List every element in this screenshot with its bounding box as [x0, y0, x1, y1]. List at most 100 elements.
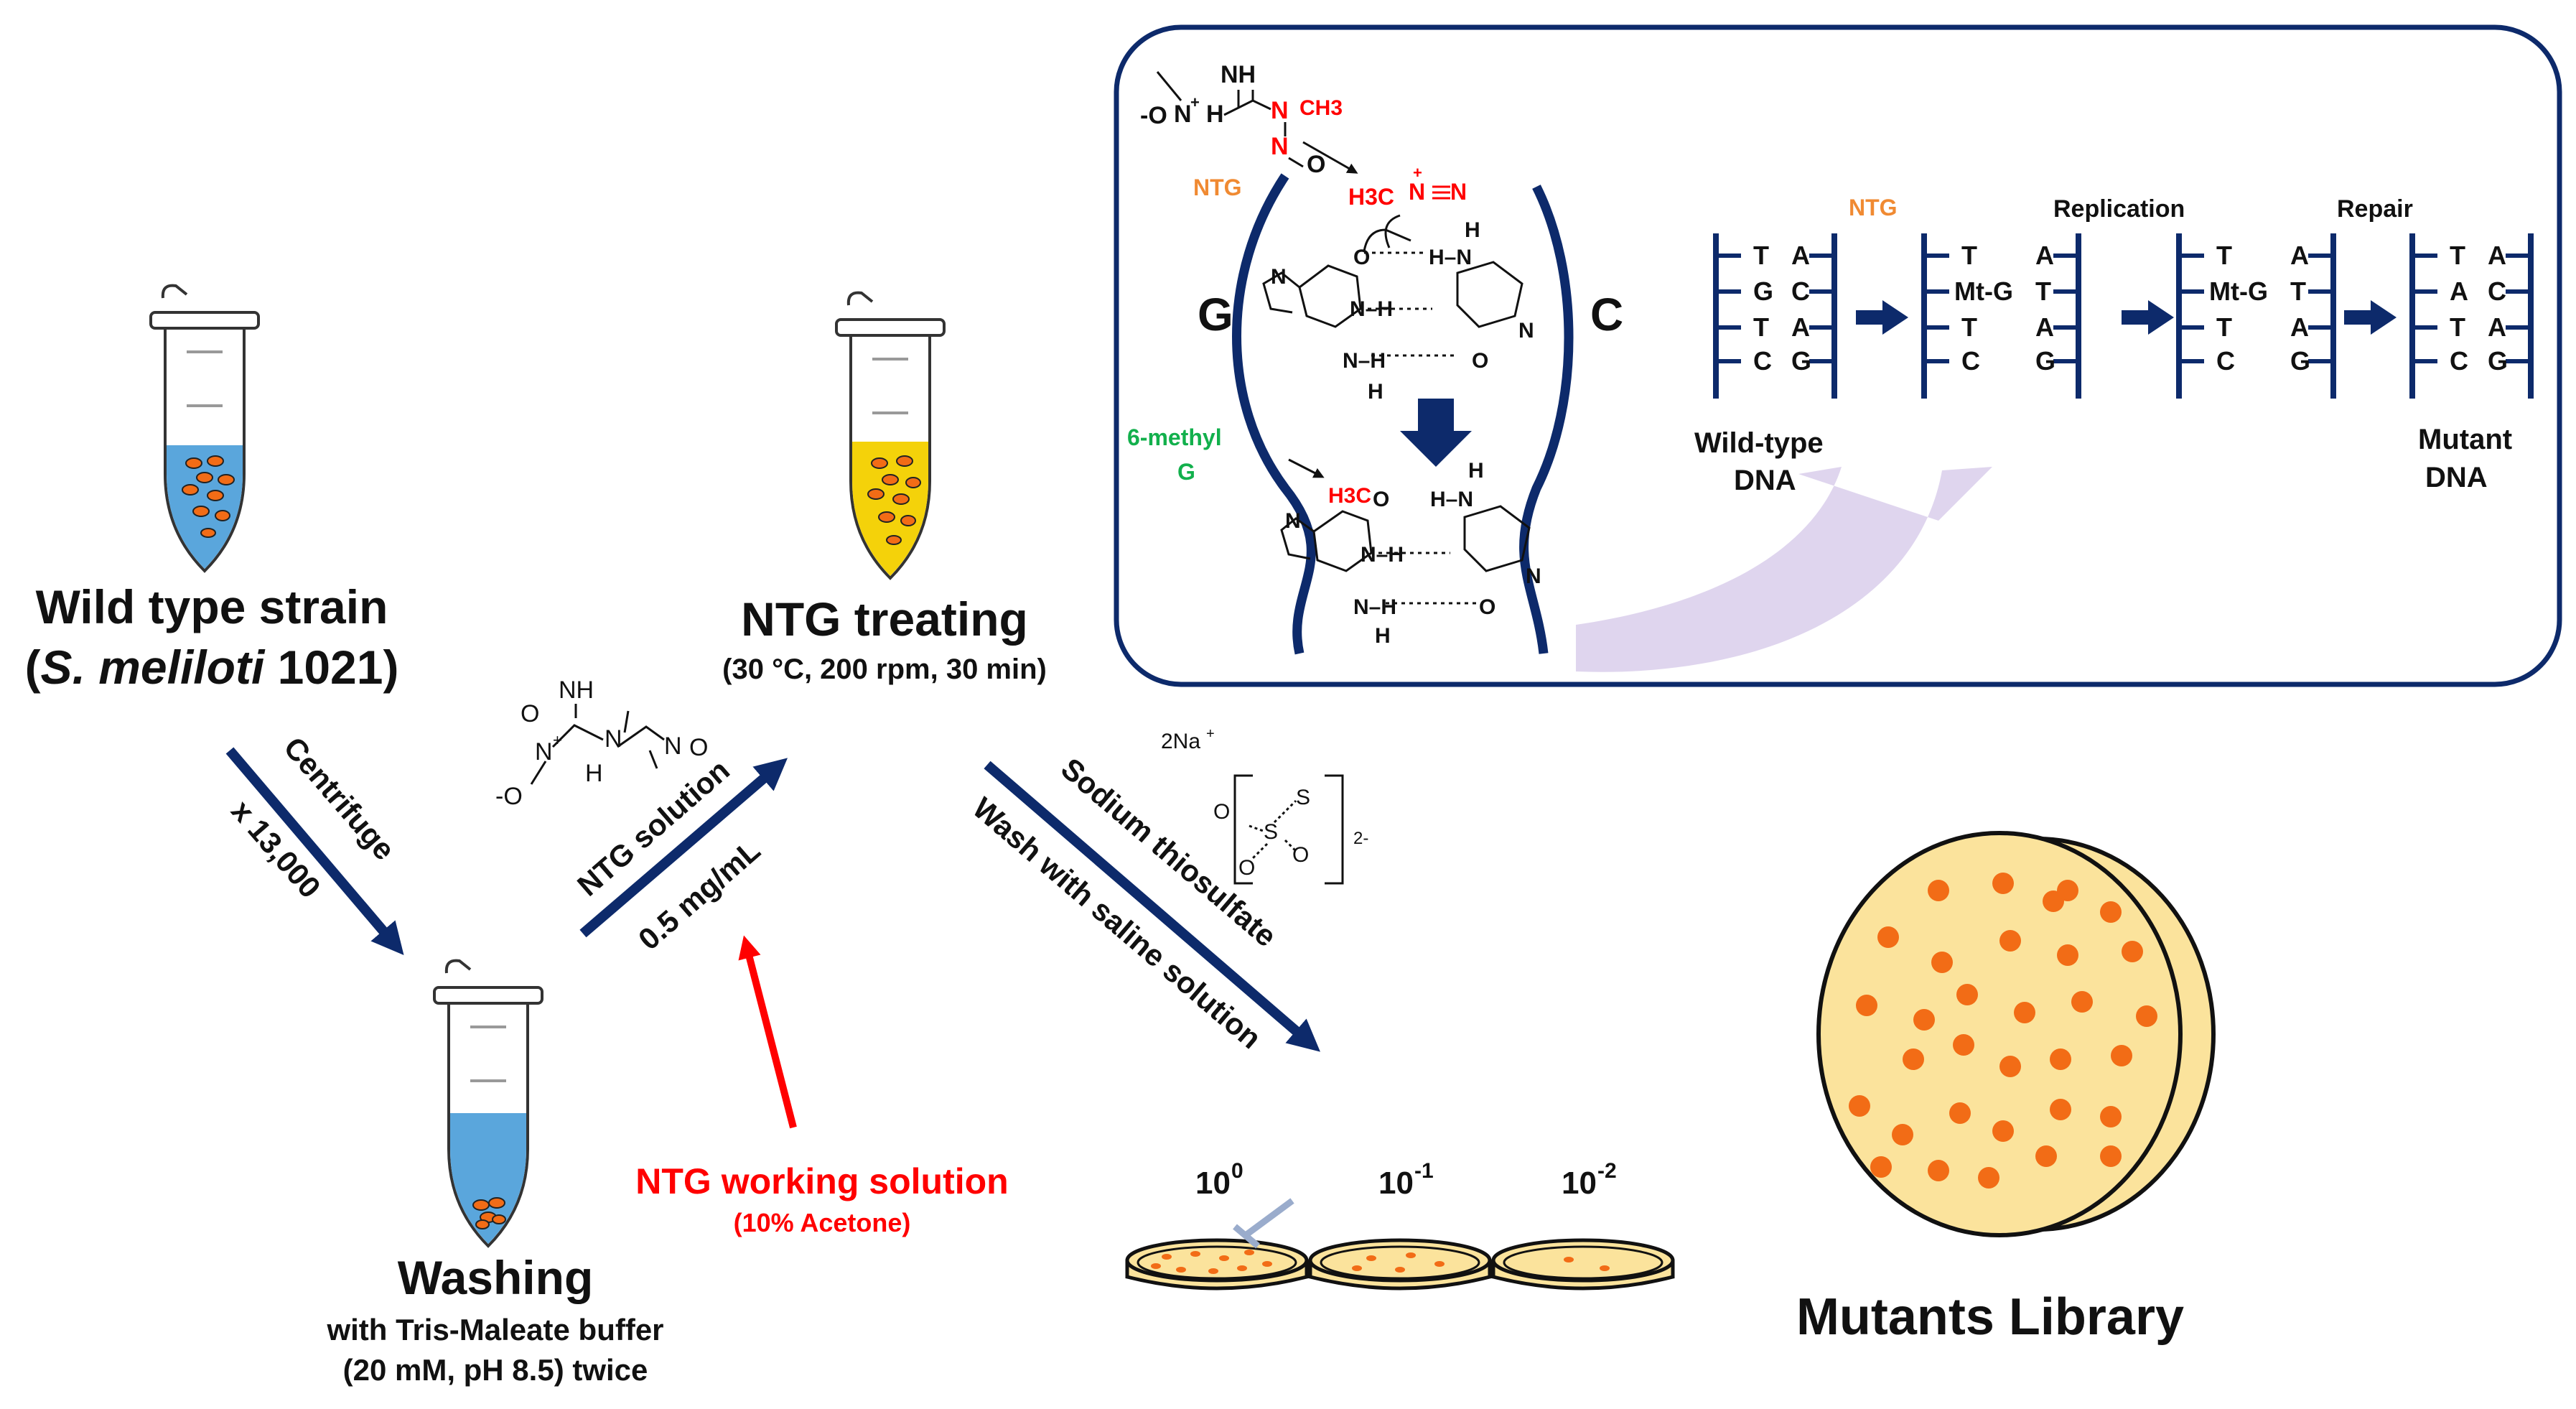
methyl-g-line1: 6-methyl: [1127, 424, 1222, 450]
svg-text:N: N: [1271, 97, 1289, 124]
base-letter: C: [1961, 346, 1980, 376]
wild-type-title: Wild type strain: [36, 580, 388, 633]
svg-text:H3C: H3C: [1348, 184, 1394, 210]
repair-label: Repair: [2337, 195, 2413, 223]
svg-text:NH: NH: [559, 676, 594, 704]
svg-text:N: N: [1518, 319, 1534, 343]
colony: [1956, 984, 1978, 1005]
colony: [1395, 1267, 1405, 1273]
colony: [1366, 1255, 1376, 1261]
base-letter: C: [2450, 346, 2468, 376]
svg-text:N–H: N–H: [1350, 297, 1393, 321]
svg-text:CH3: CH3: [1299, 96, 1343, 120]
colony: [2136, 1005, 2157, 1027]
base-letter: T: [2290, 276, 2306, 306]
centrifuge-arrow: [225, 747, 404, 956]
svg-text:H: H: [1465, 218, 1480, 242]
colony: [1999, 930, 2021, 952]
colony: [2050, 1099, 2071, 1120]
microtube-icon: [835, 291, 946, 580]
mechanism-panel: [1114, 24, 2562, 687]
wild-type-dna-label-1: Wild-type: [1694, 427, 1824, 459]
svg-text:N–H: N–H: [1361, 543, 1404, 567]
base-letter: C: [2216, 346, 2235, 376]
dilution-exponent: 0: [1231, 1159, 1243, 1183]
colony: [2100, 901, 2122, 923]
mutant-dna-label-2: DNA: [2425, 462, 2488, 493]
base-letter: T: [2216, 241, 2232, 270]
colony: [1870, 1156, 1892, 1178]
svg-text:H3C: H3C: [1328, 484, 1371, 508]
base-letter: G: [1791, 346, 1811, 376]
svg-text:H–N: H–N: [1429, 246, 1472, 269]
svg-text:H: H: [585, 760, 603, 787]
saline-wash-label: Wash with saline solution: [966, 791, 1268, 1055]
svg-text:+: +: [1190, 93, 1200, 111]
colony: [2100, 1145, 2122, 1167]
ladder-arrow-1: [1856, 300, 1908, 335]
svg-text:N: N: [1526, 564, 1541, 588]
base-letter: A: [2035, 241, 2054, 270]
colony: [1913, 1009, 1935, 1031]
colony: [1244, 1250, 1254, 1255]
dilution-exponent: -1: [1414, 1159, 1434, 1183]
ntg-treating-conditions: (30 °C, 200 rpm, 30 min): [722, 654, 1047, 685]
colony: [2050, 1048, 2071, 1070]
svg-text:-O: -O: [495, 783, 523, 810]
colony: [2100, 1106, 2122, 1127]
colony: [1190, 1251, 1200, 1257]
dilution-exponent: -2: [1597, 1159, 1617, 1183]
microtube-icon: [433, 959, 543, 1248]
petri-dish-icon: 10-2: [1491, 1159, 1675, 1291]
dilution-label: 10: [1378, 1166, 1414, 1201]
base-letter: T: [2450, 241, 2465, 270]
wild-type-dna-label-2: DNA: [1734, 465, 1796, 496]
svg-text:-O: -O: [1140, 102, 1167, 129]
label-g: G: [1198, 289, 1233, 340]
base-letter: A: [1791, 241, 1810, 270]
label-c: C: [1590, 289, 1623, 340]
svg-text:H: H: [1468, 459, 1484, 483]
colony: [1928, 1160, 1949, 1181]
wild-type-species: (S. meliloti 1021): [25, 641, 399, 694]
ladder-arrow-2: [2122, 300, 2174, 335]
svg-text:O: O: [689, 734, 708, 761]
colony: [1406, 1252, 1416, 1258]
colony: [1237, 1265, 1247, 1271]
base-letter: T: [1753, 241, 1769, 270]
base-letter: T: [2216, 312, 2232, 342]
svg-text:H: H: [1375, 624, 1391, 648]
svg-text:O: O: [1353, 246, 1370, 269]
atoms-bottom: H3C O H H–N N–H N–H O H N N: [1285, 459, 1541, 648]
colony: [1208, 1268, 1218, 1274]
replication-label: Replication: [2053, 195, 2185, 223]
colony: [1928, 880, 1949, 901]
base-letter: Mt-G: [1954, 276, 2013, 306]
base-letter: A: [2450, 276, 2468, 306]
base-pair-top: [1262, 228, 1523, 357]
base-letter: T: [1961, 312, 1977, 342]
dilution-label: 10: [1195, 1166, 1231, 1201]
base-letter: A: [2035, 312, 2054, 342]
dna-backbone-left: [1232, 173, 1316, 655]
base-pair-bottom: [1280, 505, 1531, 605]
colony: [1978, 1167, 1999, 1189]
colony: [1999, 1056, 2021, 1077]
base-letter: G: [2035, 346, 2055, 376]
base-letter: A: [2488, 241, 2506, 270]
colony: [2014, 1002, 2035, 1023]
ntg-structure-top: NH -O N + H N CH3 N O: [1140, 61, 1343, 178]
ntg-label-replication: NTG: [1849, 195, 1898, 220]
petri-dish-icon: 10-1: [1308, 1159, 1492, 1291]
spreader-icon: [1233, 1198, 1294, 1249]
colony: [2111, 1045, 2132, 1066]
washing-line2: (20 mM, pH 8.5) twice: [343, 1353, 648, 1387]
colony: [2122, 941, 2143, 962]
colony: [1600, 1265, 1610, 1271]
svg-text:+: +: [1206, 726, 1215, 742]
colony: [2035, 1145, 2057, 1167]
